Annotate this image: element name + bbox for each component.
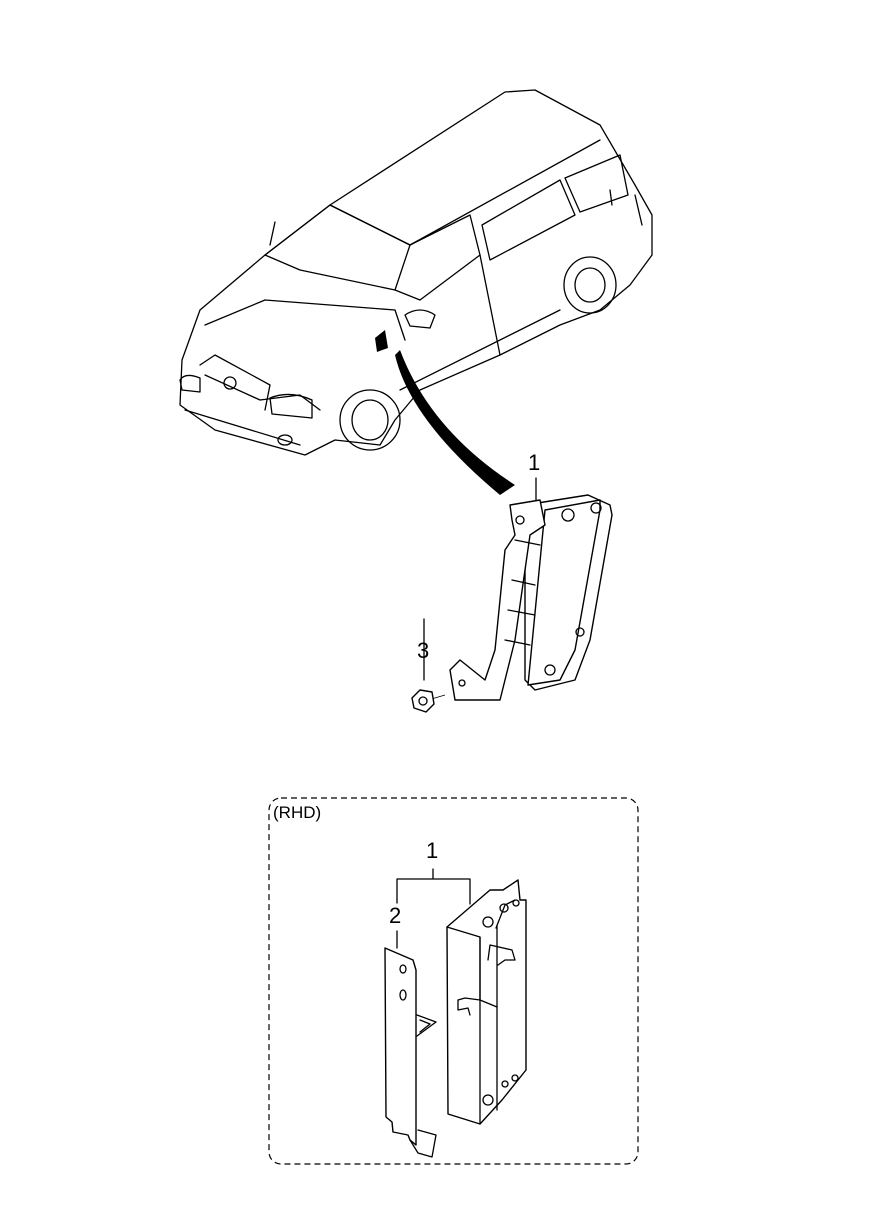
inset-callout-part-2: 2	[389, 903, 402, 928]
inset-leader-lines	[396, 868, 471, 949]
inset-part-2-bracket	[384, 947, 437, 1158]
callout-part-1: 1	[528, 450, 541, 475]
callout-part-3: 3	[417, 638, 430, 663]
inset-callout-part-1: 1	[426, 838, 439, 863]
rhd-inset-frame	[268, 797, 639, 1165]
part-3-nut	[411, 618, 435, 713]
vehicle-illustration	[179, 89, 653, 495]
inset-title-rhd: (RHD)	[273, 803, 322, 822]
part-1-module-bracket	[427, 494, 613, 701]
inset-part-1-module	[446, 879, 527, 1125]
